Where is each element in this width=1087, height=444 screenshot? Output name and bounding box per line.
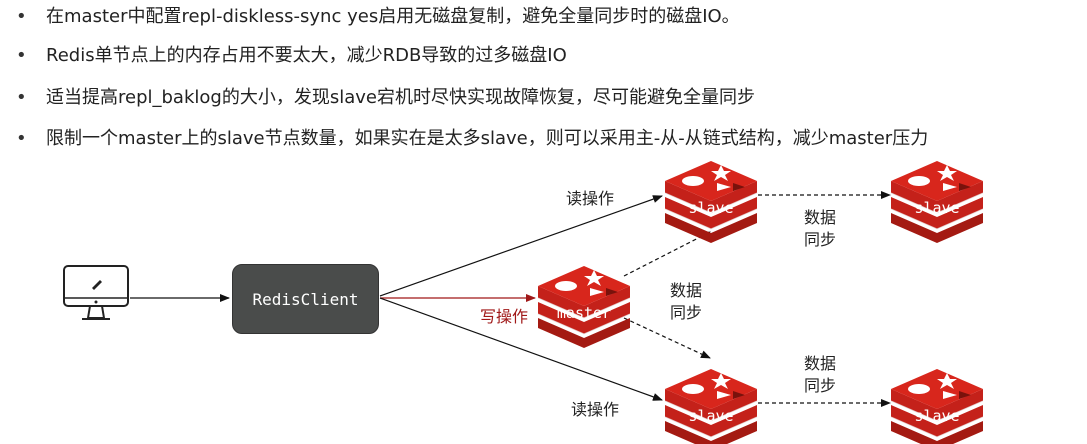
bullet-text: 限制一个master上的slave节点数量，如果实在是太多slave，则可以采用… <box>46 128 929 149</box>
redis-slave-top-right: slave <box>890 160 984 244</box>
node-label: slave <box>688 199 733 217</box>
sync-label-top: 数据 同步 <box>804 207 836 251</box>
sync-label-line: 数据 <box>670 281 703 300</box>
node-label: slave <box>914 407 959 425</box>
redis-master: master <box>537 265 631 349</box>
bullet-item: • 在master中配置repl-diskless-sync yes启用无磁盘复制… <box>16 4 740 30</box>
bullet-item: • Redis单节点上的内存占用不要太大，减少RDB导致的过多磁盘IO <box>16 43 567 69</box>
bullet-marker: • <box>16 6 27 27</box>
sync-label-line: 数据 <box>804 354 837 373</box>
bullet-text: 在master中配置repl-diskless-sync yes启用无磁盘复制，… <box>46 6 740 27</box>
read-arrow-top <box>379 195 663 297</box>
sync-label-master: 数据 同步 <box>670 280 702 324</box>
sync-arrow-master-bottom <box>623 317 711 359</box>
redis-client-label: RedisClient <box>252 289 359 309</box>
redis-client-box: RedisClient <box>232 264 379 334</box>
bullet-text: 适当提高repl_baklog的大小，发现slave宕机时尽快实现故障恢复，尽可… <box>46 87 755 108</box>
node-label: slave <box>914 199 959 217</box>
monitor-icon <box>63 265 129 320</box>
bullet-item: • 适当提高repl_baklog的大小，发现slave宕机时尽快实现故障恢复，尽… <box>16 85 755 111</box>
sync-arrow-master-top <box>623 231 711 277</box>
sync-label-line: 同步 <box>804 376 837 395</box>
bullet-text: Redis单节点上的内存占用不要太大，减少RDB导致的过多磁盘IO <box>46 45 567 66</box>
read-arrow-bottom <box>379 297 663 401</box>
sync-label-line: 同步 <box>670 303 703 322</box>
write-op-label: 写操作 <box>480 307 529 326</box>
sync-label-line: 数据 <box>804 208 837 227</box>
bullet-marker: • <box>16 128 27 149</box>
node-label: master <box>557 304 611 322</box>
bullet-marker: • <box>16 45 27 66</box>
sync-label-bottom: 数据 同步 <box>804 353 836 397</box>
node-label: slave <box>688 407 733 425</box>
redis-slave-bottom-right: slave <box>890 368 984 444</box>
read-op-label-top: 读操作 <box>566 189 615 208</box>
sync-label-line: 同步 <box>804 230 837 249</box>
redis-slave-bottom-left: slave <box>664 368 758 444</box>
read-op-label-bottom: 读操作 <box>571 400 620 419</box>
bullet-marker: • <box>16 87 27 108</box>
redis-slave-top-left: slave <box>664 160 758 244</box>
bullet-item: • 限制一个master上的slave节点数量，如果实在是太多slave，则可以采… <box>16 126 928 152</box>
